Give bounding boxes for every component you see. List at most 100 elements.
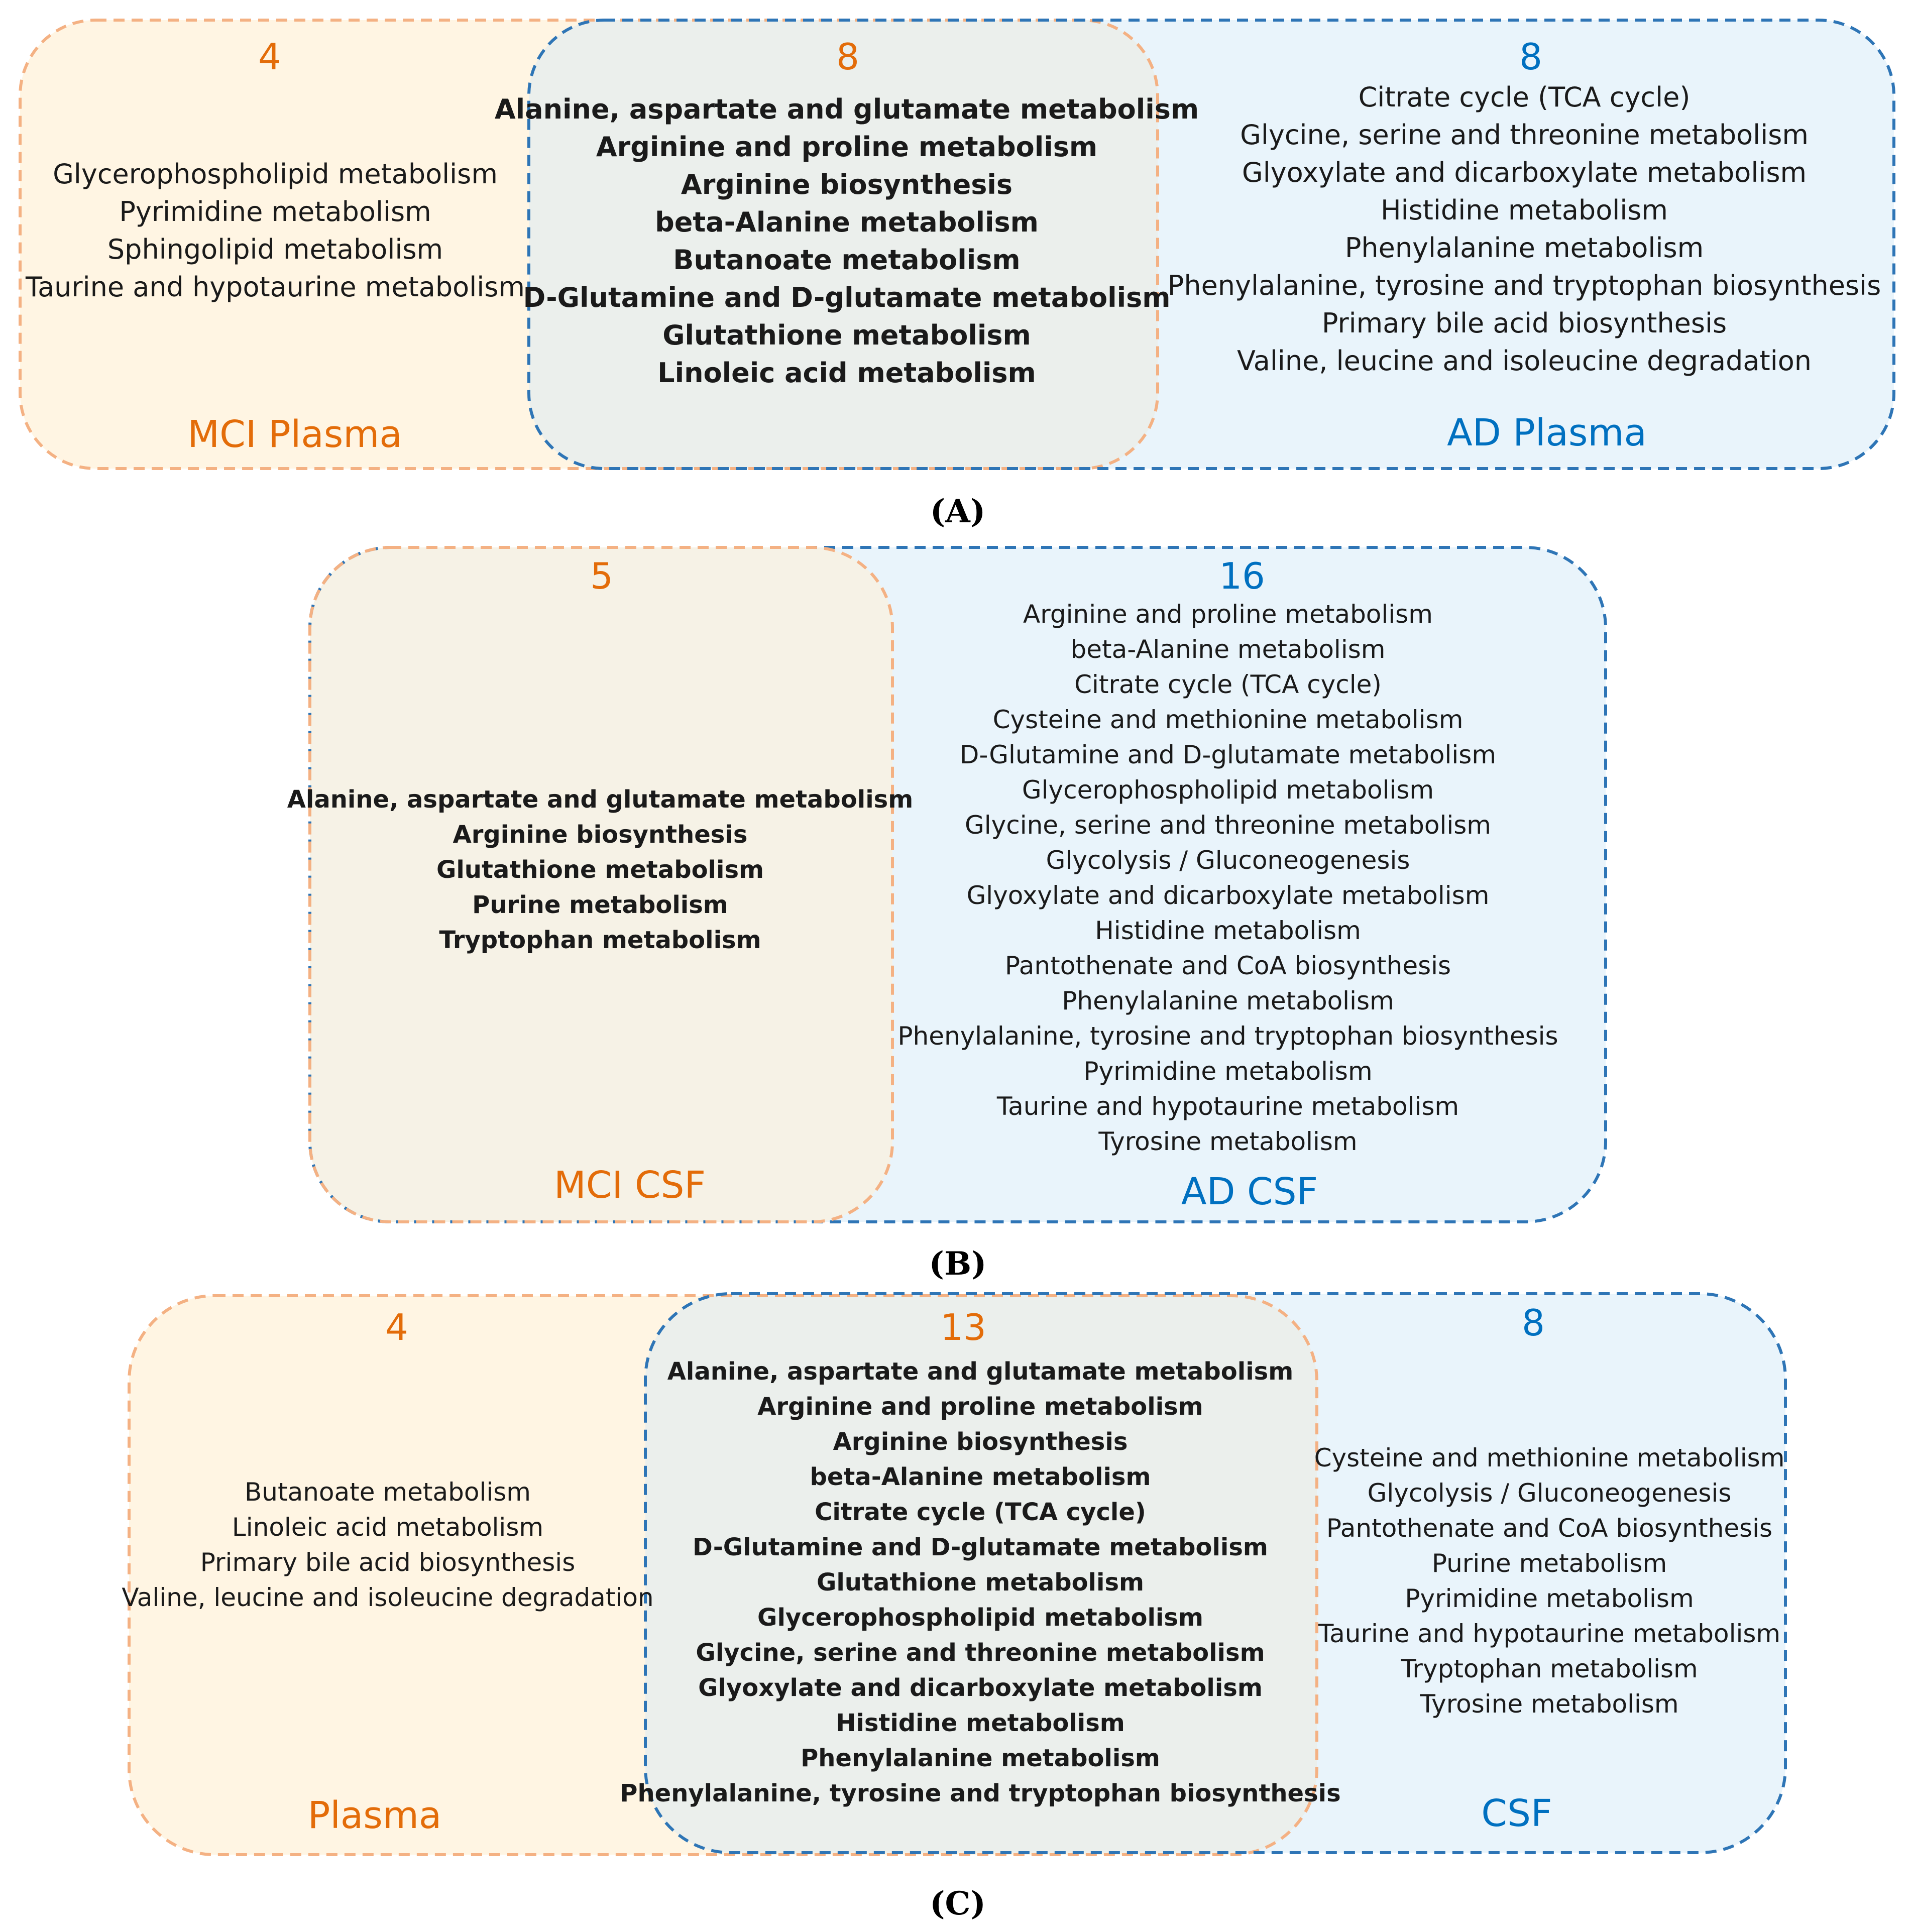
panel-c-left-count: 4 [385, 1306, 408, 1348]
panel-a-overlap-item: beta-Alanine metabolism [655, 206, 1039, 238]
panel-a-left-item: Glycerophospholipid metabolism [53, 158, 498, 190]
panel-b-left-item: Glutathione metabolism [436, 856, 764, 884]
panel-c-overlap-item: beta-Alanine metabolism [810, 1463, 1151, 1491]
panel-b-left-item: Arginine biosynthesis [453, 821, 748, 849]
panel-a-right-item: Glycine, serine and threonine metabolism [1240, 119, 1809, 151]
panel-b-right-item: D-Glutamine and D-glutamate metabolism [960, 740, 1496, 769]
panel-c-left-item: Valine, leucine and isoleucine degradati… [122, 1583, 653, 1612]
panel-a-overlap-item: Butanoate metabolism [673, 244, 1020, 276]
panel-b-left-count: 5 [590, 555, 613, 597]
panel-a-left-item: Taurine and hypotaurine metabolism [25, 271, 525, 303]
panel-a-left-outline [19, 19, 1159, 470]
panel-b-left-fill [310, 547, 892, 1222]
panel-b-caption: (B) [929, 1245, 987, 1283]
panel-b-right-item: Citrate cycle (TCA cycle) [1074, 670, 1382, 699]
panel-a-left-count: 4 [258, 36, 281, 78]
panel-c-overlap-fill [645, 1296, 1317, 1853]
panel-a-overlap-item: Arginine and proline metabolism [596, 131, 1097, 163]
panel-a-overlap-item: Glutathione metabolism [662, 319, 1031, 351]
panel-a-overlap-item: Arginine biosynthesis [681, 169, 1012, 200]
panel-c-overlap-item: Glycerophospholipid metabolism [757, 1604, 1203, 1632]
panel-c-overlap-item: Phenylalanine, tyrosine and tryptophan b… [620, 1779, 1340, 1807]
panel-a-right-label: AD Plasma [1447, 411, 1647, 454]
panel-a-shapes [19, 19, 1895, 470]
panel-a-right-item: Phenylalanine metabolism [1345, 232, 1704, 264]
panel-b-left-item: Purine metabolism [472, 891, 728, 919]
panel-c-left-item: Butanoate metabolism [245, 1478, 531, 1507]
panel-c-overlap-item: Histidine metabolism [836, 1709, 1125, 1737]
panel-a-overlap-item: Linoleic acid metabolism [657, 357, 1036, 389]
panel-b-left-list: Alanine, aspartate and glutamate metabol… [287, 785, 914, 954]
panel-a-overlap-item: D-Glutamine and D-glutamate metabolism [523, 282, 1170, 313]
panel-b-right-label: AD CSF [1181, 1170, 1318, 1213]
panel-a-right-item: Primary bile acid biosynthesis [1322, 307, 1727, 339]
panel-a-left-item: Pyrimidine metabolism [119, 196, 431, 228]
panel-c-right-item: Tryptophan metabolism [1400, 1654, 1698, 1683]
panel-b-right-item: Taurine and hypotaurine metabolism [996, 1092, 1459, 1121]
panel-a-right-item: Histidine metabolism [1381, 194, 1668, 226]
panel-b-left-outline [308, 546, 894, 1223]
panel-c-left-item: Primary bile acid biosynthesis [200, 1548, 576, 1577]
panel-a-overlap-fill [529, 20, 1158, 469]
panel-a-overlap-item: Alanine, aspartate and glutamate metabol… [495, 93, 1199, 125]
panel-c-overlap-item: Arginine biosynthesis [833, 1428, 1128, 1456]
panel-a-right-item: Citrate cycle (TCA cycle) [1359, 81, 1691, 113]
panel-c-overlap-item: Glutathione metabolism [817, 1568, 1144, 1597]
panel-a: 4 8 8 Glycerophospholipid metabolismPyri… [19, 19, 1895, 530]
panel-b-left-item: Tryptophan metabolism [439, 926, 761, 954]
panel-a-overlap-count: 8 [836, 36, 859, 78]
panel-b-left-label: MCI CSF [554, 1164, 706, 1207]
panel-b-right-item: Phenylalanine metabolism [1062, 986, 1394, 1015]
panel-b-right-list: Arginine and proline metabolism beta-Alan… [897, 600, 1558, 1156]
panel-a-right-item: Valine, leucine and isoleucine degradati… [1237, 345, 1812, 377]
panel-c-right-item: Purine metabolism [1432, 1549, 1667, 1578]
panel-b-right-count: 16 [1219, 555, 1265, 597]
panel-c-overlap-item: Arginine and proline metabolism [757, 1393, 1203, 1421]
panel-c-overlap-item: D-Glutamine and D-glutamate metabolism [693, 1533, 1268, 1561]
panel-b-right-item: Glycerophospholipid metabolism [1022, 775, 1434, 805]
panel-c-shapes [128, 1292, 1787, 1856]
panel-c-overlap-list: Alanine, aspartate and glutamate metabol… [620, 1357, 1340, 1807]
panel-b-right-item: Arginine and proline metabolism [1023, 600, 1433, 629]
panel-b: 5 16 Alanine, aspartate and glutamate me… [287, 546, 1607, 1283]
panel-c-caption: (C) [930, 1885, 986, 1922]
panel-c-overlap-item: Citrate cycle (TCA cycle) [815, 1498, 1146, 1526]
panel-b-right-item: Phenylalanine, tyrosine and tryptophan b… [897, 1021, 1558, 1051]
panel-a-right-list: Citrate cycle (TCA cycle) Glycine, serine… [1168, 81, 1881, 377]
panel-c-right-item: Pantothenate and CoA biosynthesis [1326, 1514, 1772, 1543]
panel-b-left-item: Alanine, aspartate and glutamate metabol… [287, 785, 914, 814]
panel-b-right-item: Pyrimidine metabolism [1083, 1057, 1372, 1086]
panel-a-right-item: Glyoxylate and dicarboxylate metabolism [1242, 157, 1807, 188]
panel-c-left-item: Linoleic acid metabolism [232, 1513, 543, 1542]
panel-b-shapes [308, 546, 1607, 1223]
panel-c-right-item: Cysteine and methionine metabolism [1314, 1443, 1785, 1472]
panel-c-overlap-item: Phenylalanine metabolism [801, 1744, 1160, 1772]
panel-c-overlap-item: Glyoxylate and dicarboxylate metabolism [698, 1674, 1263, 1702]
panel-c-right-item: Tyrosine metabolism [1419, 1689, 1678, 1719]
panel-b-right-item: Pantothenate and CoA biosynthesis [1005, 951, 1451, 980]
panel-c-right-item: Taurine and hypotaurine metabolism [1318, 1619, 1780, 1648]
panel-a-overlap-list: Alanine, aspartate and glutamate metabol… [495, 93, 1199, 389]
panel-c-right-item: Pyrimidine metabolism [1405, 1584, 1694, 1613]
panel-b-right-item: Glycine, serine and threonine metabolism [965, 811, 1491, 840]
panel-b-right-item: Histidine metabolism [1095, 916, 1361, 945]
panel-a-caption: (A) [930, 493, 985, 530]
panel-a-right-item: Phenylalanine, tyrosine and tryptophan b… [1168, 270, 1881, 301]
panel-b-right-item: Glycolysis / Gluconeogenesis [1046, 846, 1410, 875]
panel-a-left-list: Glycerophospholipid metabolismPyrimidine… [25, 158, 525, 303]
panel-c-right-count: 8 [1522, 1302, 1545, 1344]
panel-a-right-count: 8 [1519, 36, 1542, 78]
panel-a-left-label: MCI Plasma [187, 413, 402, 456]
panel-b-right-item: beta-Alanine metabolism [1071, 635, 1386, 664]
panel-a-right-outline [527, 19, 1895, 470]
panel-c-right-list: Cysteine and methionine metabolismGlycol… [1314, 1443, 1785, 1719]
panel-c-right-item: Glycolysis / Gluconeogenesis [1368, 1479, 1732, 1508]
panel-c-left-outline [128, 1294, 1318, 1856]
panel-b-right-item: Tyrosine metabolism [1098, 1127, 1357, 1156]
panel-b-right-item: Cysteine and methionine metabolism [993, 705, 1464, 734]
panel-a-left-item: Sphingolipid metabolism [107, 234, 443, 265]
panel-c-left-label: Plasma [308, 1794, 442, 1837]
panel-b-right-item: Glyoxylate and dicarboxylate metabolism [967, 881, 1490, 910]
